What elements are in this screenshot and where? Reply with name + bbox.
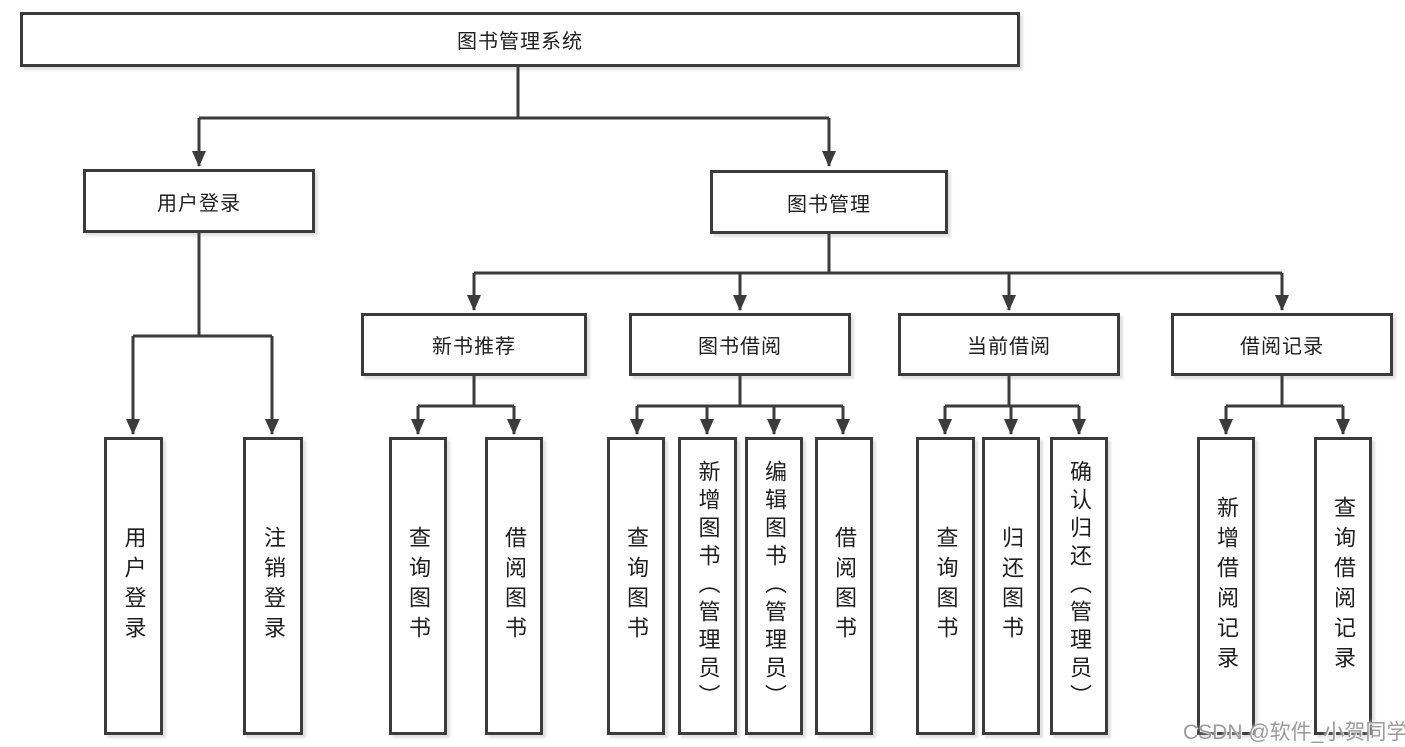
- leaf-logout: 注销登录: [243, 437, 303, 735]
- leaf-query-book-3-label: 查询图书: [933, 526, 959, 646]
- leaf-edit-book-label: 编辑图书（管理员）: [762, 460, 787, 712]
- leaf-return-book-label: 归还图书: [999, 526, 1024, 646]
- node-book-mgmt-branch-label: 图书管理: [787, 193, 871, 216]
- leaf-confirm-return: 确认归还（管理员）: [1050, 437, 1108, 735]
- node-new-book-rec: 新书推荐: [361, 313, 587, 376]
- node-book-borrow: 图书借阅: [629, 313, 851, 376]
- leaf-borrow-book-2-label: 借阅图书: [832, 526, 857, 646]
- leaf-user-login: 用户登录: [104, 437, 163, 735]
- leaf-add-borrow-record: 新增借阅记录: [1197, 437, 1255, 735]
- leaf-query-borrow-record: 查询借阅记录: [1314, 437, 1372, 735]
- leaf-add-book-label: 新增图书（管理员）: [695, 460, 721, 712]
- leaf-borrow-book-2: 借阅图书: [815, 437, 873, 735]
- leaf-edit-book: 编辑图书（管理员）: [745, 437, 803, 735]
- node-current-borrow: 当前借阅: [898, 313, 1120, 376]
- leaf-confirm-return-label: 确认归还（管理员）: [1067, 460, 1092, 712]
- leaf-query-book-1-label: 查询图书: [406, 526, 431, 646]
- leaf-add-book: 新增图书（管理员）: [678, 437, 737, 735]
- leaf-add-borrow-record-label: 新增借阅记录: [1214, 496, 1239, 676]
- leaf-return-book: 归还图书: [982, 437, 1040, 735]
- node-current-borrow-label: 当前借阅: [967, 336, 1051, 358]
- leaf-query-book-1: 查询图书: [389, 437, 447, 735]
- leaf-query-book-2-label: 查询图书: [624, 526, 649, 646]
- leaf-query-borrow-record-label: 查询借阅记录: [1331, 496, 1356, 676]
- node-new-book-rec-label: 新书推荐: [432, 336, 516, 358]
- csdn-watermark: CSDN @软件_小贺同学: [1183, 721, 1405, 744]
- leaf-user-login-label: 用户登录: [121, 526, 147, 646]
- leaf-query-book-3: 查询图书: [916, 437, 975, 735]
- node-user-login-branch-label: 用户登录: [157, 192, 241, 215]
- node-borrow-record-label: 借阅记录: [1240, 336, 1324, 358]
- node-borrow-record: 借阅记录: [1171, 313, 1393, 376]
- node-book-mgmt-branch: 图书管理: [710, 170, 948, 234]
- leaf-query-book-2: 查询图书: [607, 437, 665, 735]
- node-user-login-branch: 用户登录: [83, 169, 315, 233]
- node-book-borrow-label: 图书借阅: [698, 336, 782, 358]
- leaf-logout-label: 注销登录: [261, 526, 286, 646]
- leaf-borrow-book-1-label: 借阅图书: [502, 526, 527, 646]
- node-root: 图书管理系统: [20, 12, 1020, 67]
- leaf-borrow-book-1: 借阅图书: [485, 437, 543, 735]
- node-root-label: 图书管理系统: [457, 31, 583, 53]
